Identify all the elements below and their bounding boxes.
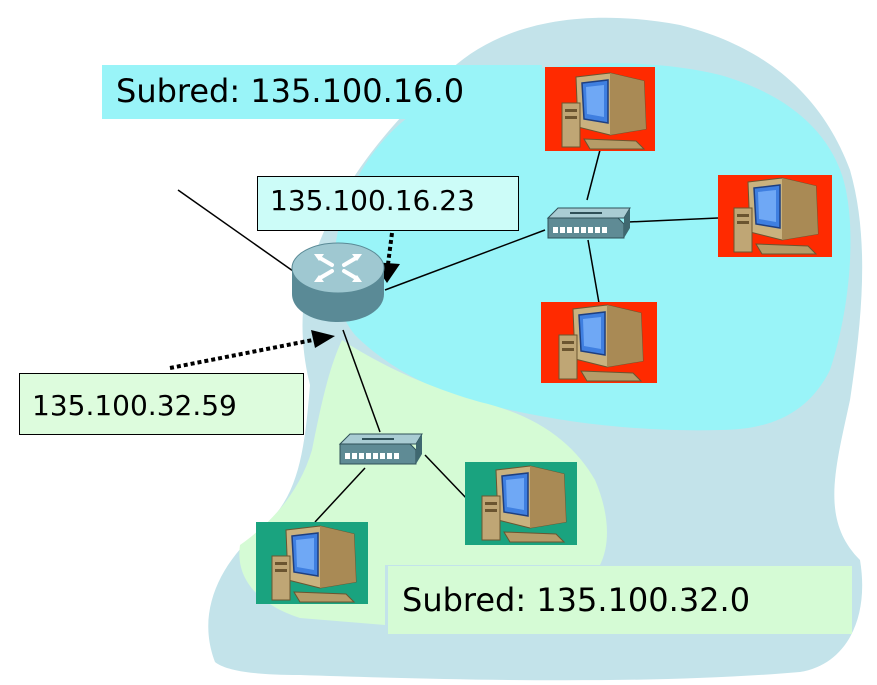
interface-ip-label: 135.100.16.23 xyxy=(257,176,519,231)
subnet-label: Subred: 135.100.16.0 xyxy=(102,65,542,119)
links xyxy=(177,149,719,523)
computer-icon[interactable] xyxy=(465,462,577,545)
computer-icon[interactable] xyxy=(545,67,655,151)
router-icon[interactable] xyxy=(291,242,385,322)
interface-arrow-32 xyxy=(169,336,324,370)
subnet-16-area xyxy=(332,63,851,431)
computer-icon[interactable] xyxy=(541,302,657,383)
switch-icon[interactable] xyxy=(547,207,631,239)
computer-icon[interactable] xyxy=(256,522,368,604)
subnet-label: Subred: 135.100.32.0 xyxy=(388,566,852,634)
arrowhead-32 xyxy=(311,330,335,348)
switch-icon[interactable] xyxy=(339,433,423,465)
interface-ip-label: 135.100.32.59 xyxy=(19,373,304,435)
computer-icon[interactable] xyxy=(718,175,832,257)
